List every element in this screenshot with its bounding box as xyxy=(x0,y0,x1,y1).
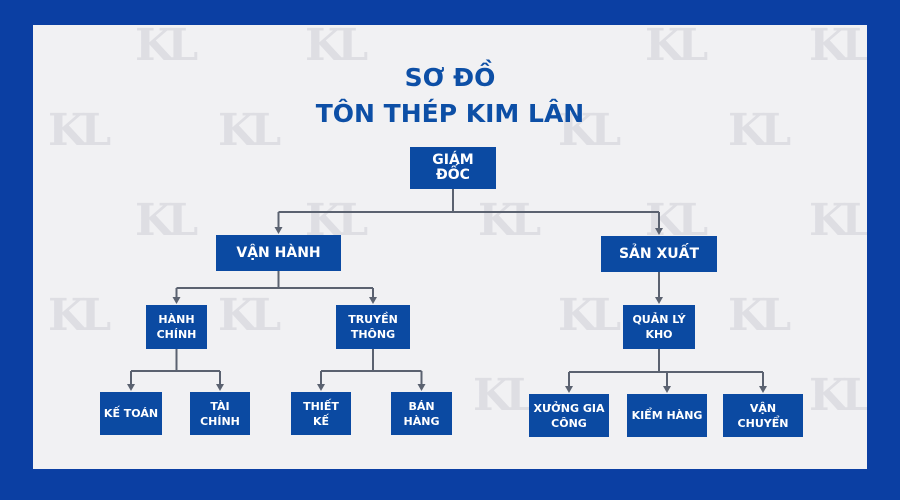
arrow-head xyxy=(317,384,325,391)
arrow-head xyxy=(565,386,573,393)
arrow-head xyxy=(127,384,135,391)
watermark-logo: KL xyxy=(728,290,791,341)
watermark-logo: KL xyxy=(218,105,281,156)
node-tai-chinh: TÀI CHÍNH xyxy=(190,392,250,435)
watermark-logo: KL xyxy=(809,195,867,246)
watermark-logo: KL xyxy=(305,25,368,71)
diagram-title: SƠ ĐỒ TÔN THÉP KIM LÂN xyxy=(33,60,867,132)
watermark-logo: KL xyxy=(218,290,281,341)
node-ban-hang: BÁN HÀNG xyxy=(391,392,452,435)
arrow-head xyxy=(655,297,663,304)
node-thiet-ke: THIẾT KẾ xyxy=(291,392,351,435)
arrow-head xyxy=(216,384,224,391)
watermark-logo: KL xyxy=(48,290,111,341)
watermark-logo: KL xyxy=(48,105,111,156)
watermark-logo: KL xyxy=(558,290,621,341)
watermark-logo: KL xyxy=(478,195,541,246)
arrow-head xyxy=(274,227,283,234)
watermark-logo: KL xyxy=(135,25,198,71)
arrow-head xyxy=(417,384,426,391)
title-line-1: SƠ ĐỒ xyxy=(404,63,496,92)
node-xuong-gia-cong: XƯỞNG GIA CÔNG xyxy=(529,394,609,437)
arrow-head xyxy=(172,297,181,304)
node-kiem-hang: KIỂM HÀNG xyxy=(627,394,707,437)
node-van-hanh: VẬN HÀNH xyxy=(216,235,341,271)
arrow-head xyxy=(759,386,767,393)
watermark-logo: KL xyxy=(728,105,791,156)
watermark-logo: KL xyxy=(809,370,867,421)
node-van-chuyen: VẬN CHUYỂN xyxy=(723,394,803,437)
node-ke-toan: KẾ TOÁN xyxy=(100,392,162,435)
watermark-logo: KL xyxy=(558,105,621,156)
arrow-head xyxy=(369,297,377,304)
node-truyen-thong: TRUYỀN THÔNG xyxy=(336,305,410,349)
node-san-xuat: SẢN XUẤT xyxy=(601,236,717,272)
title-line-2: TÔN THÉP KIM LÂN xyxy=(315,99,585,128)
node-giam-doc: GIÁM ĐỐC xyxy=(410,147,496,189)
node-hanh-chinh: HÀNH CHÍNH xyxy=(146,305,207,349)
arrow-head xyxy=(655,228,663,235)
diagram-canvas: KL KL KL KL KL KL KL KL KL KL KL KL KL K… xyxy=(33,25,867,469)
watermark-logo: KL xyxy=(809,25,867,71)
connector-lines xyxy=(127,189,767,393)
node-quan-ly-kho: QUẢN LÝ KHO xyxy=(623,305,695,349)
arrow-head xyxy=(663,386,671,393)
watermark-logo: KL xyxy=(645,25,708,71)
watermark-logo: KL xyxy=(135,195,198,246)
watermark-logo: KL xyxy=(473,370,536,421)
